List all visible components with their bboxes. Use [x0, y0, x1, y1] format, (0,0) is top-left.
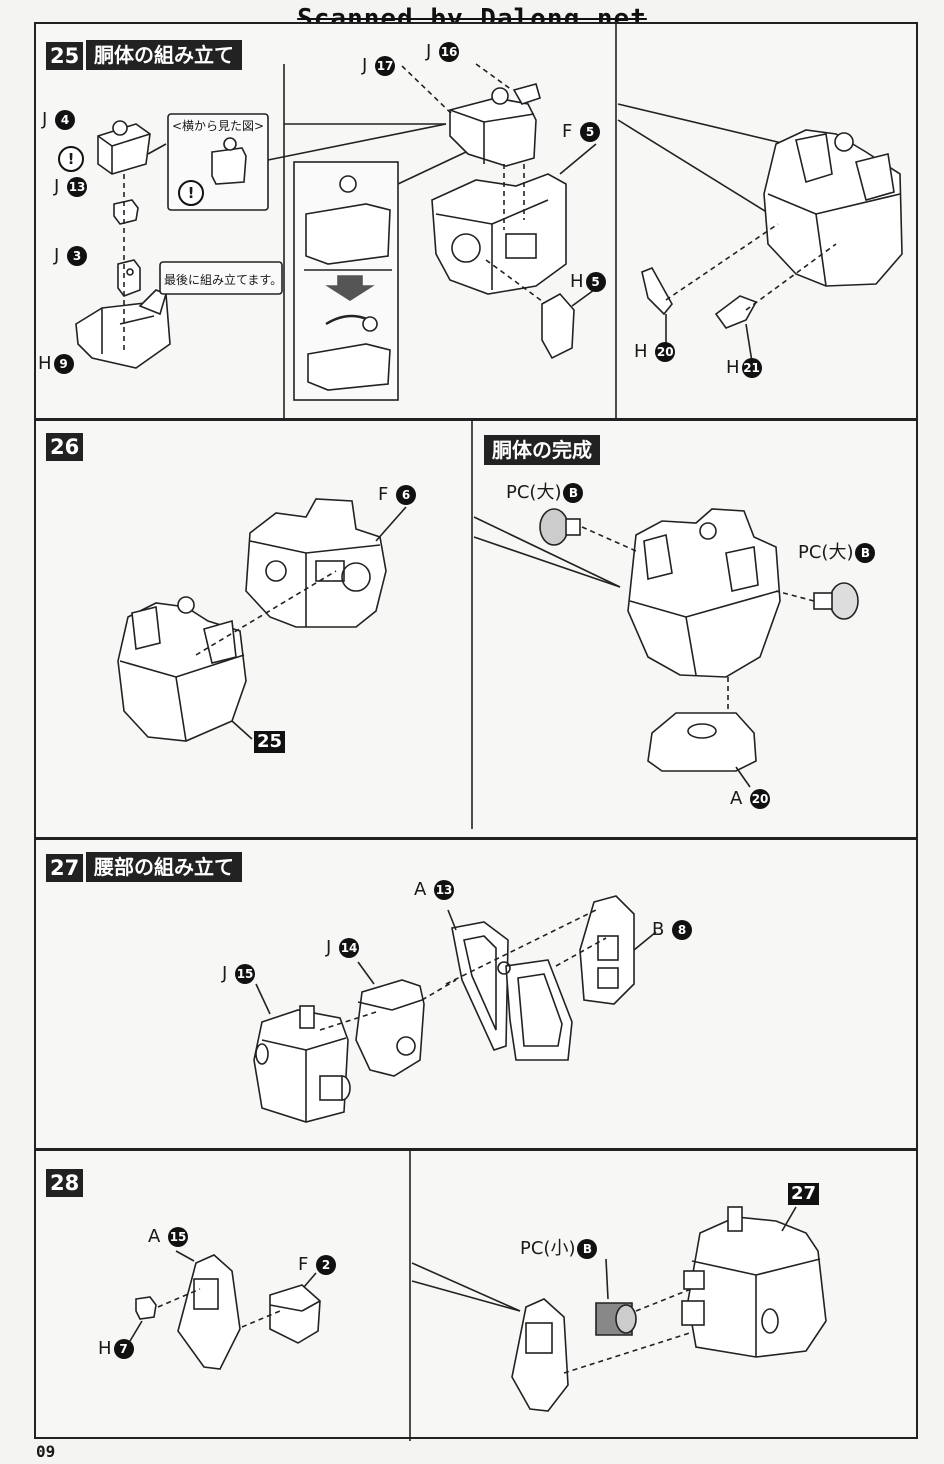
part-label-j3: J 3 — [54, 246, 88, 266]
part-label-a15: A 15 — [148, 1226, 189, 1247]
part-label-pc-small: PC(小)B — [520, 1239, 598, 1259]
warning-icon: ! — [178, 180, 204, 206]
completion-title: 胴体の完成 — [484, 435, 600, 465]
part-label-f5: F 5 — [562, 122, 601, 142]
step-number: 28 — [46, 1169, 84, 1197]
step-26-illustration — [117, 421, 859, 829]
part-label-j17: J 17 — [362, 55, 396, 76]
step-number: 25 — [46, 42, 84, 70]
step-27-panel: 27 腰部の組み立て — [34, 838, 918, 1150]
step-number: 26 — [46, 433, 84, 461]
part-label-pc-large-right: PC(大)B — [798, 543, 876, 563]
part-label-j14: J 14 — [326, 937, 360, 958]
part-label-j15: J 15 — [222, 963, 256, 984]
step-title: 腰部の組み立て — [86, 852, 242, 882]
step-reference-badge: 25 — [254, 731, 286, 753]
step-number: 27 — [46, 854, 84, 882]
step-28-illustration — [129, 1151, 827, 1441]
step-28-panel: 28 — [34, 1149, 918, 1441]
step-26-panel: 26 胴体の完成 — [34, 419, 918, 839]
part-label-j16: J 16 — [426, 41, 460, 62]
side-view-label: <横から見た図> — [172, 119, 265, 133]
part-label-f6: F 6 — [378, 485, 417, 505]
part-label-pc-large-left: PC(大)B — [506, 483, 584, 503]
part-label-h20: H 20 — [634, 341, 676, 362]
part-label-j4: J 4 — [42, 110, 76, 130]
part-label-j13: J 13 — [54, 176, 88, 197]
step-reference-badge: 27 — [788, 1183, 820, 1205]
warning-icon: ! — [58, 146, 84, 172]
part-label-a20: A 20 — [730, 788, 771, 809]
assembly-note: 最後に組み立てます。 — [164, 273, 283, 287]
step-25-panel: 25 胴体の組み立て — [34, 22, 918, 422]
part-label-a13: A 13 — [414, 879, 455, 900]
step-title: 胴体の組み立て — [86, 40, 242, 70]
part-label-f2: F 2 — [298, 1255, 337, 1275]
step-27-illustration — [253, 895, 657, 1123]
part-label-b8: B 8 — [652, 920, 693, 940]
page-number: 09 — [36, 1442, 56, 1461]
step-25-illustration — [75, 24, 903, 422]
